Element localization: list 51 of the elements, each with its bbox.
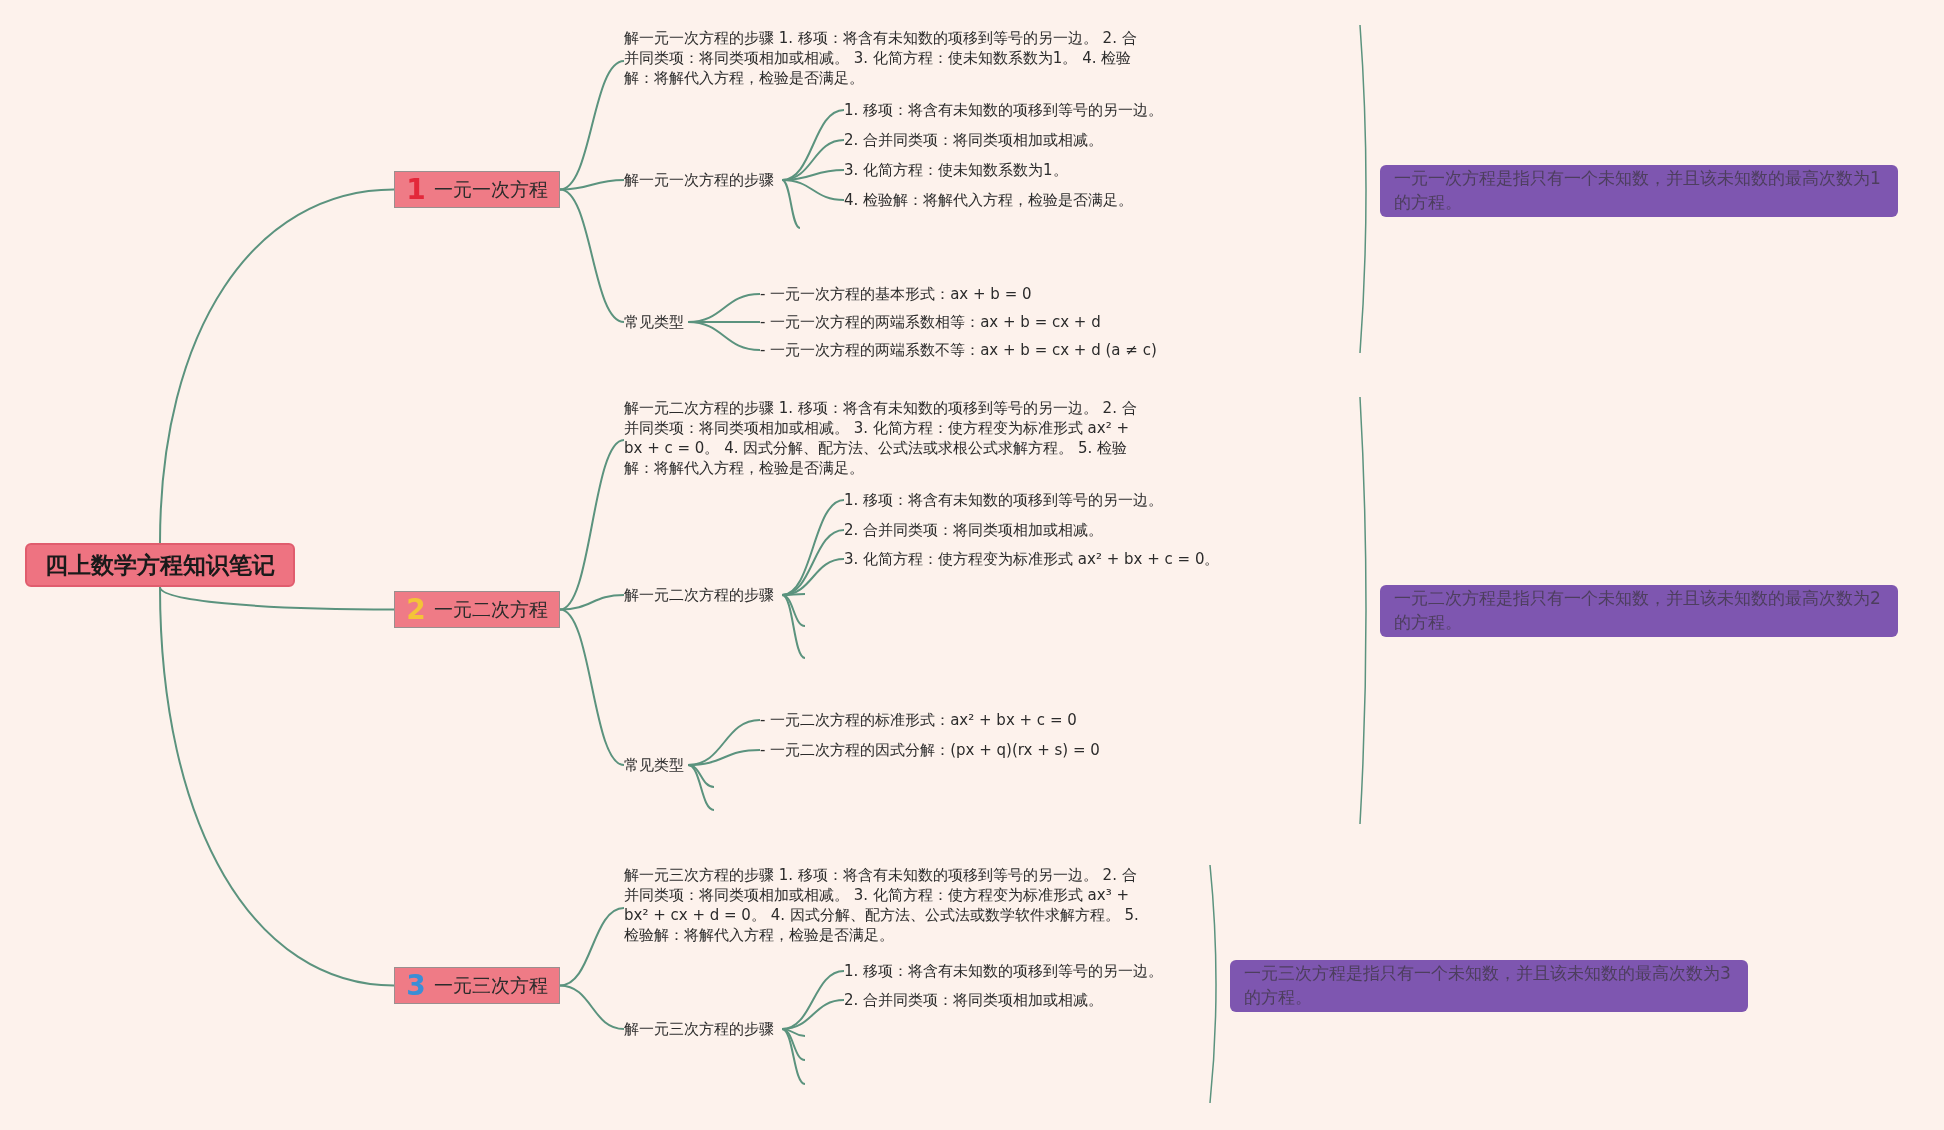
topic-title: 一元一次方程 [433,176,548,202]
summary-note-box: 一元一次方程是指只有一个未知数，并且该未知数的最高次数为1的方程。 [1380,165,1898,217]
topic-number: 3 [406,970,426,1001]
topic-text: 4. 检验解：将解代入方程，检验是否满足。 [844,188,1224,212]
branch-line [559,608,625,766]
branch-line [559,179,625,191]
topic-text: 解一元一次方程的步骤 1. 移项：将含有未知数的项移到等号的另一边。 2. 合并同类项：将同类项相加或相减。 3. 化简方程：使未知数系数为1。 4. 检验解：将解代入方程，检验是否满足。 [624,28,1144,94]
branch-line [781,1028,806,1085]
branch-line [687,764,715,788]
topic-title: 一元三次方程 [433,972,548,998]
topic-box [394,967,560,1004]
branch-line [687,764,715,811]
topic-text: 解一元三次方程的步骤 1. 移项：将含有未知数的项移到等号的另一边。 2. 合并同类项：将同类项相加或相减。 3. 化简方程：使方程变为标准形式 ax³ + bx² + cx + d = 0。 4. 因式分解、配方法、公式法或数学软件求解方程。 5. 检验解：将解代入方程，检验是否满足。 [624,865,1144,951]
topic-text: - 一元一次方程的两端系数不等：ax + b = cx + d (a ≠ c) [760,338,1180,362]
root-topic-box: 四上数学方程知识笔记 [25,543,295,587]
topic-text: 解一元二次方程的步骤 [624,583,782,607]
branch-line [781,179,801,229]
topic-text: 常见类型 [624,310,688,334]
branch-line [781,1028,806,1037]
topic-text: 3. 化简方程：使方程变为标准形式 ax² + bx + c = 0。 [844,547,1304,571]
branch-line [559,907,625,987]
branch-line [159,586,395,611]
branch-line [559,188,625,323]
topic-text: 1. 移项：将含有未知数的项移到等号的另一边。 [844,488,1264,512]
topic-text: 解一元一次方程的步骤 [624,168,782,192]
summary-note-box: 一元三次方程是指只有一个未知数，并且该未知数的最高次数为3的方程。 [1230,960,1748,1012]
branch-line [159,586,395,987]
topic-text: - 一元一次方程的两端系数相等：ax + b = cx + d [760,310,1180,334]
topic-text: - 一元二次方程的标准形式：ax² + bx + c = 0 [760,708,1160,732]
topic-text: 3. 化简方程：使未知数系数为1。 [844,158,1224,182]
topic-number: 1 [406,174,426,205]
topic-text: - 一元二次方程的因式分解：(px + q)(rx + s) = 0 [760,738,1180,762]
branch-line [781,179,845,201]
topic-text: - 一元一次方程的基本形式：ax + b = 0 [760,282,1180,306]
summary-note-box: 一元二次方程是指只有一个未知数，并且该未知数的最高次数为2的方程。 [1380,585,1898,637]
topic-title: 一元二次方程 [433,596,548,622]
topic-text: 2. 合并同类项：将同类项相加或相减。 [844,128,1224,152]
topic-number: 2 [406,594,426,625]
branch-line [559,594,625,611]
branch-line [781,593,806,596]
branch-line [687,321,761,351]
topic-text: 解一元二次方程的步骤 1. 移项：将含有未知数的项移到等号的另一边。 2. 合并同类项：将同类项相加或相减。 3. 化简方程：使方程变为标准形式 ax² + bx + c = 0。 4. 因式分解、配方法、公式法或求根公式求解方程。 5. 检验解：将解代入方程，检验是否满足。 [624,398,1144,482]
topic-text: 2. 合并同类项：将同类项相加或相减。 [844,518,1264,542]
topic-text: 1. 移项：将含有未知数的项移到等号的另一边。 [844,98,1224,122]
branch-line [159,188,395,544]
topic-text: 解一元三次方程的步骤 [624,1017,782,1041]
topic-text: 常见类型 [624,753,688,777]
topic-box [394,171,560,208]
branch-line [559,984,625,1030]
topic-box [394,591,560,628]
branch-line [781,594,806,659]
